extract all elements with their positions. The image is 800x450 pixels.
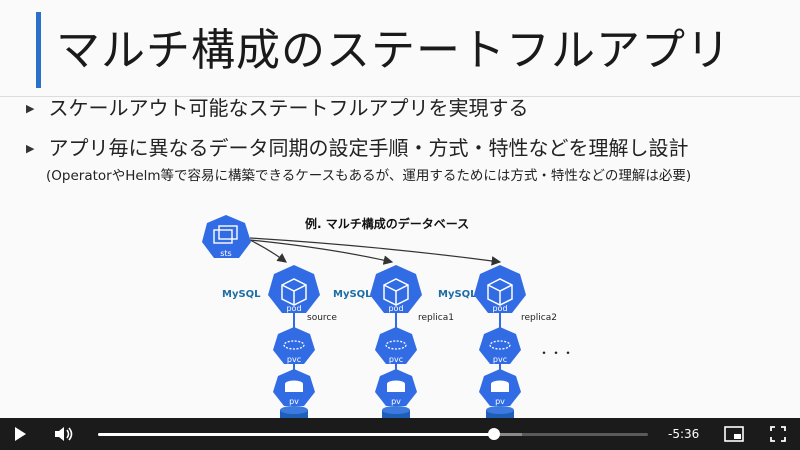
pv-icon: pv: [375, 369, 417, 406]
bullet-2-text: アプリ毎に異なるデータ同期の設定手順・方式・特性などを理解し設計: [48, 136, 689, 160]
title-divider: [0, 96, 800, 97]
seek-bar-played: [98, 433, 494, 436]
svg-text:pv: pv: [391, 397, 401, 406]
instance-label-replica2: replica2: [521, 313, 557, 323]
picture-in-picture-button[interactable]: [722, 418, 746, 450]
bullet-marker-icon: ▶: [26, 102, 35, 115]
time-remaining: -5:36: [668, 427, 700, 441]
pv-icon: pv: [479, 369, 521, 406]
mysql-logo-replica1: MySQL: [333, 289, 372, 300]
svg-text:pod: pod: [388, 304, 403, 313]
fullscreen-button[interactable]: [766, 418, 790, 450]
svg-text:pod: pod: [492, 304, 507, 313]
disk-icon: [280, 406, 308, 418]
volume-button[interactable]: [52, 418, 76, 450]
sts-arrow-replica2: [249, 237, 502, 266]
play-button[interactable]: [8, 418, 32, 450]
svg-text:pod: pod: [286, 304, 301, 313]
pvc-icon: pvc: [375, 327, 417, 364]
svg-text:pv: pv: [495, 397, 505, 406]
instance-label-replica1: replica1: [418, 313, 454, 323]
play-icon: [15, 427, 26, 441]
picture-in-picture-icon: [724, 426, 744, 442]
pod-icon: pod: [474, 265, 526, 313]
sts-arrow-replica1: [249, 239, 394, 265]
video-controls: -5:36: [0, 418, 800, 450]
mysql-logo-icon: MySQL: [438, 289, 477, 300]
svg-text:pvc: pvc: [287, 355, 301, 364]
database-diagram: sts MySQL pod source pvc pv MySQL: [202, 215, 574, 418]
mysql-logo-icon: MySQL: [333, 289, 372, 300]
sts-arrow-source: [249, 239, 287, 263]
fullscreen-icon: [770, 426, 786, 442]
bullet-marker-icon: ▶: [26, 142, 35, 155]
bullet-1-text: スケールアウト可能なステートフルアプリを実現する: [48, 96, 529, 120]
svg-text:pvc: pvc: [493, 355, 507, 364]
more-instances-ellipsis: ・・・: [538, 346, 574, 360]
bullet-1: ▶ スケールアウト可能なステートフルアプリを実現する: [26, 92, 528, 121]
mysql-logo-source: MySQL: [222, 289, 261, 300]
pv-icon: pv: [273, 369, 315, 406]
pod-icon: pod: [370, 265, 422, 313]
mysql-logo-icon: MySQL: [222, 289, 261, 300]
bullet-2: ▶ アプリ毎に異なるデータ同期の設定手順・方式・特性などを理解し設計: [26, 132, 688, 161]
instance-label-source: source: [307, 313, 337, 323]
slide: マルチ構成のステートフルアプリ ▶ スケールアウト可能なステートフルアプリを実現す…: [0, 12, 800, 418]
disk-icon: [486, 406, 514, 418]
mysql-logo-replica2: MySQL: [438, 289, 477, 300]
bullet-2-note: (OperatorやHelm等で容易に構築できるケースもあるが、運用するためには…: [46, 168, 692, 184]
pod-icon: pod: [268, 265, 320, 313]
pvc-icon: pvc: [479, 327, 521, 364]
sts-icon: sts: [202, 215, 251, 258]
disk-icon: [382, 406, 410, 418]
title-accent-bar: [36, 12, 41, 88]
svg-text:pv: pv: [289, 397, 299, 406]
svg-text:pvc: pvc: [389, 355, 403, 364]
diagram-title: 例. マルチ構成のデータベース: [305, 217, 470, 231]
slide-title: マルチ構成のステートフルアプリ: [56, 25, 731, 76]
seek-bar-buffered: [494, 433, 522, 436]
volume-icon: [55, 427, 73, 441]
seek-thumb[interactable]: [488, 428, 500, 440]
seek-bar[interactable]: [98, 433, 648, 436]
sts-label: sts: [220, 249, 231, 258]
pvc-icon: pvc: [273, 327, 315, 364]
